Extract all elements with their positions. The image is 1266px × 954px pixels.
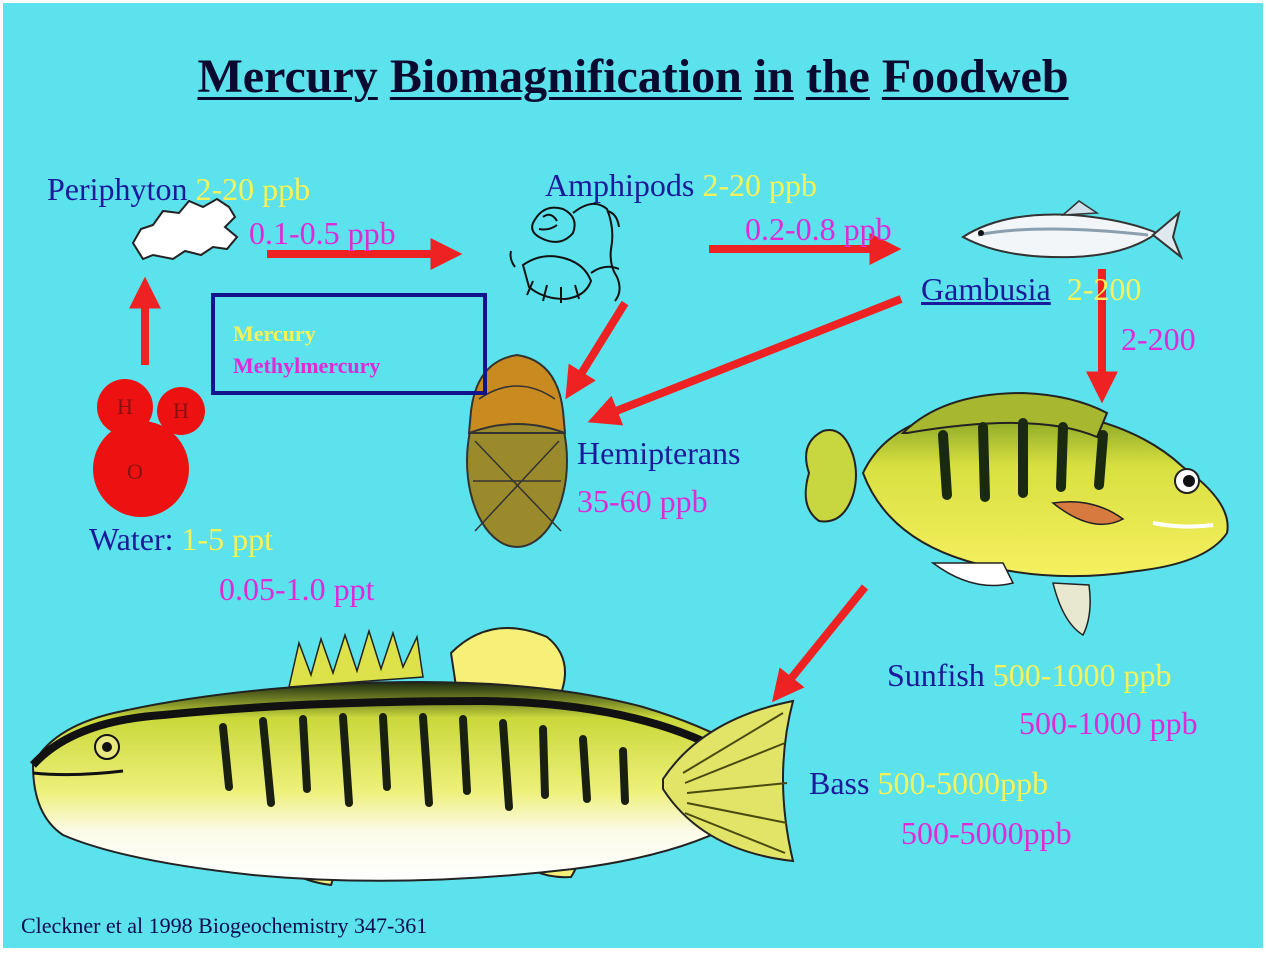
hydrogen-label: H	[173, 398, 189, 423]
gambusia-illustration	[963, 201, 1181, 257]
mercury-value: 500-1000 ppb	[993, 657, 1172, 693]
methylmercury-value: 0.2-0.8 ppb	[745, 213, 892, 245]
methylmercury-value: 0.1-0.5 ppb	[249, 217, 396, 249]
food-web-diagram: Mercury Biomagnification in the Foodweb	[3, 3, 1263, 948]
mercury-value: 2-200	[1067, 271, 1142, 307]
hemipterans-name: Hemipterans	[577, 437, 741, 469]
organism-name: Amphipods	[545, 167, 694, 203]
sunfish-label: Sunfish 500-1000 ppb	[887, 659, 1171, 691]
organism-name: Water:	[89, 521, 173, 557]
organism-name: Gambusia	[921, 271, 1051, 307]
legend-mercury: Mercury	[233, 321, 316, 347]
gambusia-label: Gambusia 2-200	[921, 273, 1141, 305]
organism-name: Periphyton	[47, 171, 187, 207]
arrow-amphipods-to-hemipterans	[573, 303, 625, 387]
legend-methylmercury: Methylmercury	[233, 353, 380, 379]
organism-name: Bass	[809, 765, 869, 801]
bass-label: Bass 500-5000ppb	[809, 767, 1048, 799]
mercury-value: 500-5000ppb	[877, 765, 1048, 801]
arrow-gambusia-to-hemipterans	[601, 299, 901, 417]
methylmercury-value: 500-1000 ppb	[1019, 707, 1198, 739]
mercury-value: 2-20 ppb	[702, 167, 817, 203]
legend-box: Mercury Methylmercury	[211, 293, 487, 395]
hydrogen-label: H	[117, 394, 133, 419]
arrow-sunfish-to-bass	[781, 587, 865, 691]
mercury-value: 1-5 ppt	[181, 521, 273, 557]
diagram-graphics: H H O	[3, 3, 1263, 948]
periphyton-illustration	[133, 199, 237, 259]
methylmercury-value: 0.05-1.0 ppt	[219, 573, 375, 605]
organism-name: Sunfish	[887, 657, 985, 693]
amphipods-illustration	[511, 204, 620, 303]
mercury-value: 2-20 ppb	[195, 171, 310, 207]
water-label: Water: 1-5 ppt	[89, 523, 273, 555]
methylmercury-value: 500-5000ppb	[901, 817, 1072, 849]
methylmercury-value: 2-200	[1121, 323, 1196, 355]
periphyton-label: Periphyton 2-20 ppb	[47, 173, 310, 205]
sunfish-illustration	[806, 393, 1228, 635]
amphipods-label: Amphipods 2-20 ppb	[545, 169, 817, 201]
citation: Cleckner et al 1998 Biogeochemistry 347-…	[21, 915, 427, 937]
oxygen-label: O	[127, 459, 143, 484]
bass-illustration	[33, 628, 793, 885]
methylmercury-value: 35-60 ppb	[577, 485, 708, 517]
